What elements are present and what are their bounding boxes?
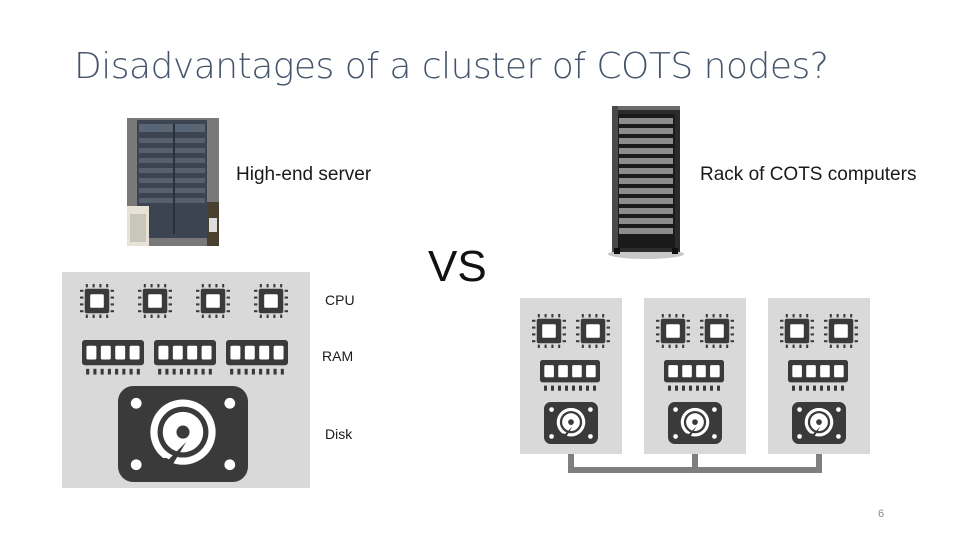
cots-cluster bbox=[518, 298, 876, 482]
cpu-chip-icon bbox=[138, 284, 172, 318]
hard-disk-icon bbox=[792, 402, 846, 444]
node-connector bbox=[692, 454, 698, 470]
disk-label: Disk bbox=[325, 426, 353, 442]
server-rack-image bbox=[608, 104, 684, 260]
cots-node bbox=[768, 298, 870, 454]
hard-disk-icon bbox=[668, 402, 722, 444]
cots-node bbox=[520, 298, 622, 454]
hard-disk-icon bbox=[544, 402, 598, 444]
cpu-chip-icon bbox=[780, 314, 814, 348]
cpu-chip-icon bbox=[80, 284, 114, 318]
server-components-panel bbox=[62, 272, 310, 488]
cpu-chip-icon bbox=[576, 314, 610, 348]
node-connector bbox=[816, 454, 822, 470]
ram-module-icon bbox=[540, 360, 600, 391]
high-end-server-label: High-end server bbox=[236, 164, 372, 185]
network-bus bbox=[568, 467, 822, 473]
page-number: 6 bbox=[878, 508, 885, 520]
vs-text: VS bbox=[428, 242, 487, 291]
ram-module-icon bbox=[788, 360, 848, 391]
high-end-server-image bbox=[127, 118, 219, 246]
rack-label: Rack of COTS computers bbox=[700, 164, 917, 185]
slide-title: Disadvantages of a cluster of COTS nodes… bbox=[74, 46, 829, 87]
node-connector bbox=[568, 454, 574, 470]
hard-disk-icon bbox=[118, 386, 248, 482]
cpu-chip-icon bbox=[532, 314, 566, 348]
cpu-chip-icon bbox=[824, 314, 858, 348]
cpu-chip-icon bbox=[700, 314, 734, 348]
cpu-chip-icon bbox=[254, 284, 288, 318]
cpu-label: CPU bbox=[325, 292, 355, 308]
ram-module-icon bbox=[82, 340, 144, 375]
ram-module-icon bbox=[154, 340, 216, 375]
ram-module-icon bbox=[226, 340, 288, 375]
ram-label: RAM bbox=[322, 348, 354, 364]
ram-module-icon bbox=[664, 360, 724, 391]
cpu-chip-icon bbox=[656, 314, 690, 348]
cpu-chip-icon bbox=[196, 284, 230, 318]
cots-node bbox=[644, 298, 746, 454]
